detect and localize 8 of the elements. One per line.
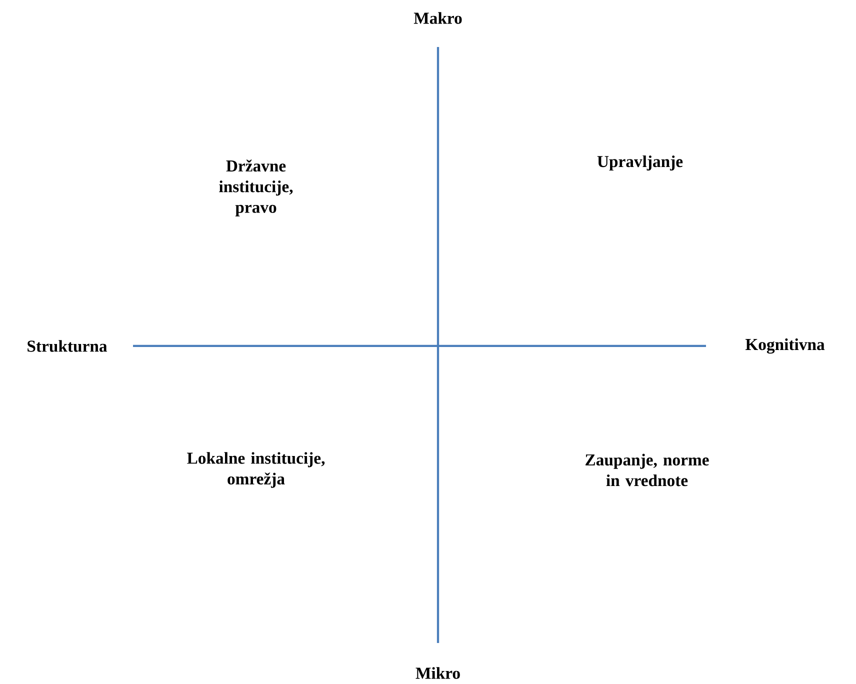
quadrant-label: Zaupanje, norme in vrednote xyxy=(586,454,709,486)
axis-label: Makro xyxy=(414,12,462,24)
quadrant-label: Upravljanje xyxy=(597,155,683,171)
axis-label: Kognitivna xyxy=(745,338,825,354)
axis-label: Mikro xyxy=(416,667,460,679)
axis-label: Strukturna xyxy=(28,340,108,352)
quadrant-label: Lokalne institucije, omrežja xyxy=(187,452,325,488)
quadrant-label: Državne institucije, pravo xyxy=(219,160,293,216)
